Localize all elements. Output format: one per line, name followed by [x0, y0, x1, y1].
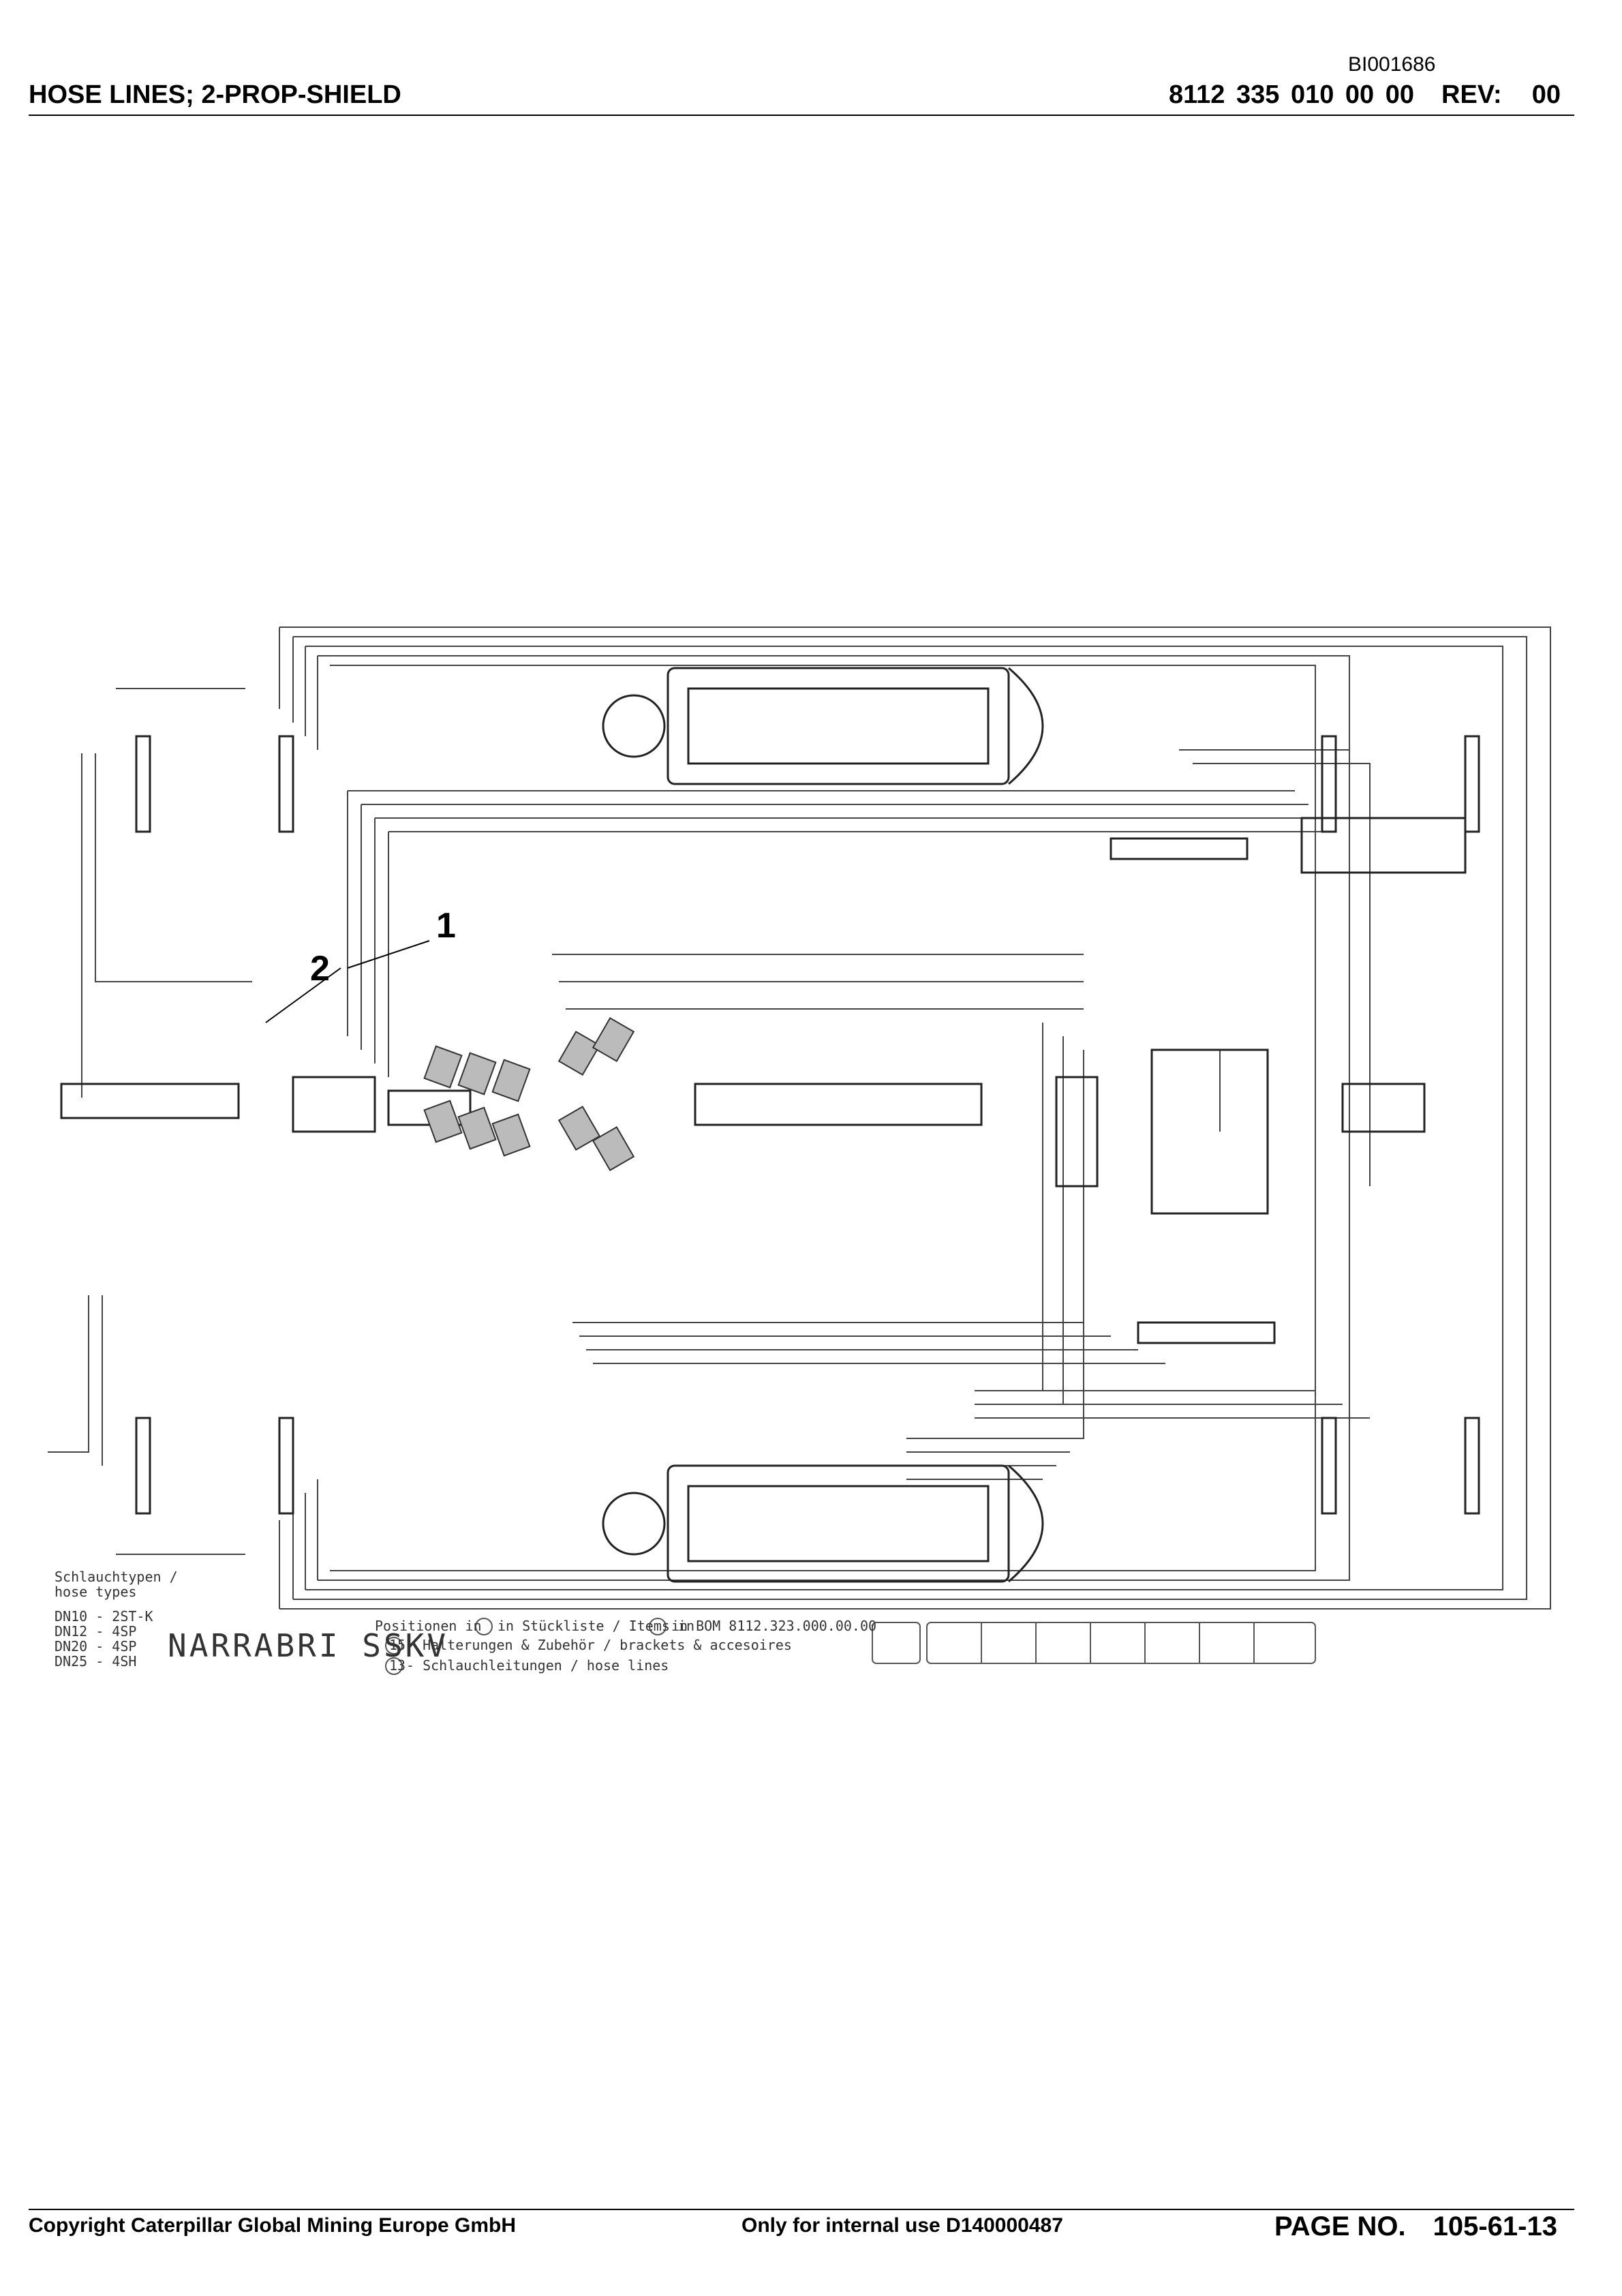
callout-2: 2 [310, 949, 330, 988]
internal-use-text: Only for internal use D140000487 [741, 2214, 1063, 2237]
legend-brackets: - Halterungen & Zubehör / brackets & acc… [406, 1637, 792, 1653]
legend-brackets-number: 15 [389, 1637, 406, 1653]
legend-bom: in BOM 8112.323.000.00.00 [671, 1618, 876, 1634]
hose-type-dn12: DN12 - 4SP [55, 1623, 136, 1640]
hose-types-title-2: hose types [55, 1584, 136, 1600]
hose-type-dn25: DN25 - 4SH [55, 1653, 136, 1670]
legend-hoses: - Schlauchleitungen / hose lines [406, 1657, 669, 1674]
document-id: BI001686 [1348, 53, 1436, 76]
hydraulic-hose-diagram: 1 2 Schlauchtypen / hose types DN10 - 2S… [48, 626, 1551, 1675]
rev-value: 00 [1531, 80, 1561, 109]
part-number-block: 8112 335 010 00 00 REV: 00 [1169, 80, 1561, 110]
callout-1: 1 [436, 906, 456, 946]
page-label: PAGE NO. [1274, 2211, 1406, 2241]
hose-types-title-1: Schlauchtypen / [55, 1569, 178, 1585]
header-rule [29, 115, 1574, 116]
copyright-text: Copyright Caterpillar Global Mining Euro… [29, 2214, 517, 2237]
legend-stueckliste: in Stückliste / Items in [498, 1618, 694, 1634]
hose-type-dn20: DN20 - 4SP [55, 1638, 136, 1655]
hose-type-dn10: DN10 - 2ST-K [55, 1608, 153, 1625]
legend-hoses-number: 13 [389, 1657, 406, 1674]
drawing-name: NARRABRI SSKV [168, 1627, 448, 1664]
rev-label: REV: [1441, 80, 1502, 109]
part-number: 8112 335 010 00 00 [1169, 80, 1415, 109]
page-number: 105-61-13 [1433, 2211, 1557, 2241]
footer-rule [29, 2209, 1574, 2210]
page-number-block: PAGE NO. 105-61-13 [1274, 2211, 1557, 2242]
legend-positions: Positionen in [375, 1618, 482, 1634]
page-title: HOSE LINES; 2-PROP-SHIELD [29, 80, 401, 109]
